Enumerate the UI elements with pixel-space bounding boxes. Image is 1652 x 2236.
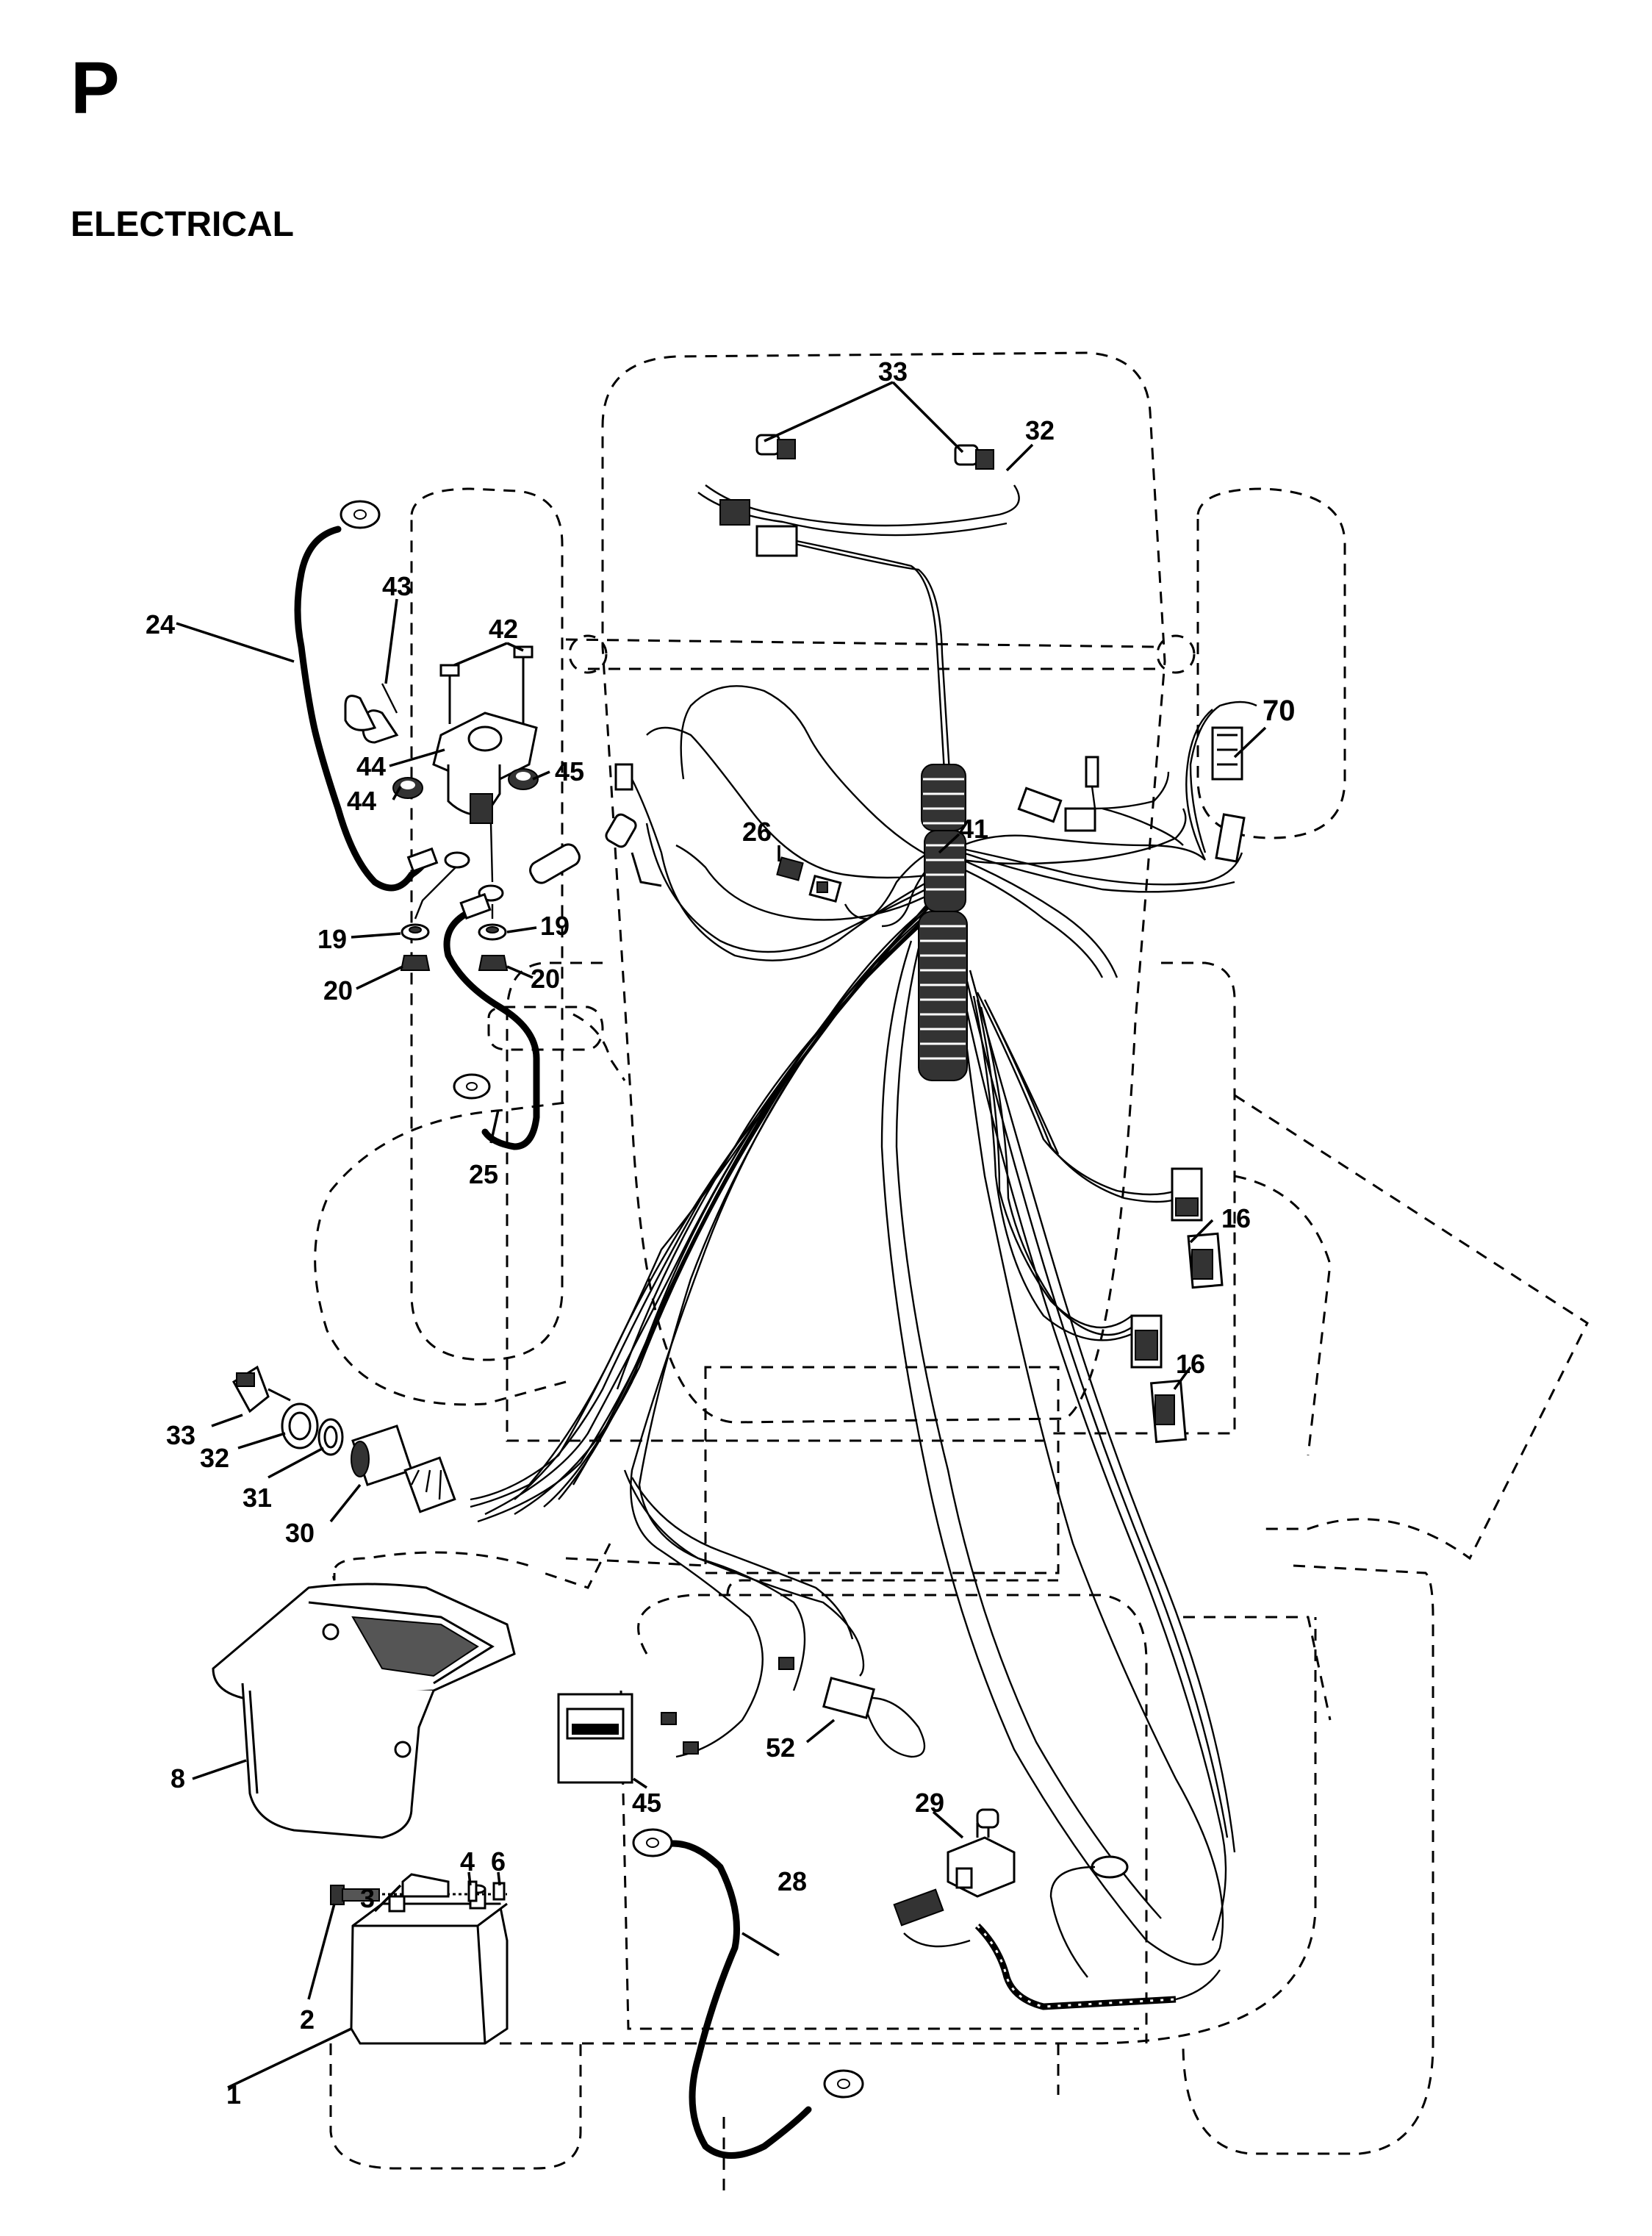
- connector-70: [1017, 726, 1246, 863]
- callout-3: 3: [360, 1883, 375, 1913]
- seat-switch: [893, 1808, 1221, 2010]
- callout-8: 8: [170, 1763, 185, 1794]
- leader-lines: [176, 381, 1267, 2089]
- harness-sleeve: [918, 764, 968, 1081]
- callout-4: 4: [460, 1846, 475, 1877]
- fuse-26: [776, 856, 842, 903]
- callout-30: 30: [285, 1518, 315, 1548]
- callout-43: 44: [356, 751, 386, 781]
- callout-24: 24: [146, 609, 175, 639]
- section-title: ELECTRICAL: [71, 205, 294, 244]
- callout-19-right: 19: [540, 911, 570, 941]
- ignition-switch: [232, 1365, 456, 1513]
- callout-22: 33: [878, 356, 908, 387]
- callout-20-right: 20: [531, 964, 560, 994]
- callout-1: 1: [226, 2079, 241, 2110]
- tractor-outline: [314, 351, 1589, 2198]
- callout-16-lower: 16: [1176, 1349, 1205, 1379]
- callout-19-left: 19: [317, 924, 347, 954]
- callout-25: 25: [469, 1159, 498, 1189]
- callout-44-right: 45: [555, 756, 584, 786]
- hour-meter: [557, 1657, 794, 1784]
- callout-33: 33: [166, 1420, 195, 1450]
- callout-28: 28: [777, 1866, 807, 1896]
- part-52: [822, 1677, 926, 1758]
- cable-28: [632, 1828, 864, 2159]
- headlight-bulbs: [719, 434, 994, 557]
- callout-16-upper: 16: [1221, 1203, 1251, 1233]
- cable-24: [294, 500, 439, 892]
- callout-6: 6: [491, 1846, 506, 1877]
- callout-70: 70: [1263, 695, 1296, 727]
- solenoid-assembly: [344, 645, 539, 971]
- callout-20-left: 20: [323, 975, 353, 1006]
- callout-31: 31: [243, 1483, 272, 1513]
- callout-26: 26: [742, 817, 772, 847]
- battery: [330, 1873, 509, 2045]
- callout-52: 52: [766, 1732, 795, 1763]
- callout-42: 43: [382, 571, 412, 601]
- callout-2: 2: [300, 2004, 315, 2035]
- switches-16: [1130, 1167, 1224, 1444]
- callout-21: 32: [1025, 415, 1055, 445]
- battery-box: [212, 1583, 516, 1839]
- callout-44-left: 44: [347, 786, 376, 816]
- section-letter: P: [71, 47, 120, 129]
- callout-41: 42: [489, 614, 518, 644]
- wire-harness: [470, 484, 1257, 1966]
- callout-40: 41: [959, 814, 988, 844]
- callout-29: 29: [915, 1788, 944, 1818]
- callout-32: 32: [200, 1443, 229, 1473]
- left-harness-connectors: [529, 763, 662, 887]
- callout-45: 45: [632, 1788, 661, 1818]
- callout-labels: 33 32 24 43 42 44 44 45 19 19 20 20 25 2…: [146, 356, 1296, 2110]
- cable-25: [443, 892, 540, 1150]
- coil-lead: [974, 1923, 1177, 2010]
